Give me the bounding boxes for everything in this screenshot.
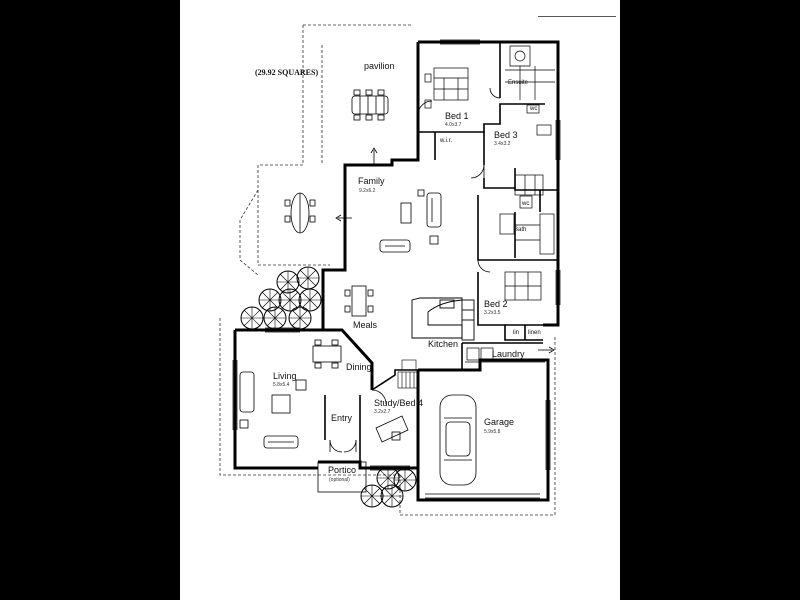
family-furniture <box>379 189 442 253</box>
wet-area-fixtures <box>499 45 555 255</box>
room-label-linen: linen <box>528 330 541 336</box>
interior-walls <box>324 42 558 462</box>
room-dim-family: 9.2x6.2 <box>359 188 376 194</box>
room-label-portico: Portico <box>328 465 357 475</box>
built-in-shelves <box>397 359 419 389</box>
pavilion-table <box>351 89 389 121</box>
opening-arrows <box>335 147 555 354</box>
room-label-lin: lin <box>513 330 520 336</box>
portico <box>317 461 367 493</box>
room-label-wc-top: wc <box>530 106 538 112</box>
room-label-family: Family <box>358 176 385 186</box>
room-label-laundry: Laundry <box>492 349 525 359</box>
room-label-kitchen: Kitchen <box>428 339 459 349</box>
room-label-ensuite: Ensuite <box>508 80 529 86</box>
room-label-bath: Bath <box>514 227 527 233</box>
room-label-bed2: Bed 2 <box>484 299 508 309</box>
room-label-wc-mid: wc <box>522 201 530 207</box>
room-note-portico: (optional) <box>329 477 350 483</box>
room-label-dining: Dining <box>346 362 372 372</box>
room-label-pavilion: pavilion <box>364 61 395 71</box>
room-dim-study: 3.2x2.7 <box>374 409 391 415</box>
beds <box>424 67 544 301</box>
patio-table <box>284 192 316 234</box>
room-dim-living: 5.8x5.4 <box>273 382 290 388</box>
room-label-entry: Entry <box>331 413 353 423</box>
room-dim-bed2: 3.2x3.5 <box>484 310 501 316</box>
scan-edge-line <box>538 16 616 17</box>
study-desk <box>375 415 409 443</box>
room-label-meals: Meals <box>353 320 378 330</box>
room-label-bed3: Bed 3 <box>494 130 518 140</box>
room-label-study: Study/Bed 4 <box>374 398 424 408</box>
area-note: (29.92 SQUARES) <box>255 68 319 77</box>
room-dim-bed3: 3.4x3.2 <box>494 141 511 147</box>
outdoor-boundaries <box>219 24 556 516</box>
windows <box>232 39 561 471</box>
dining-table <box>312 339 342 369</box>
car-outline <box>439 394 477 486</box>
garage-door <box>425 493 540 499</box>
meals-table <box>344 285 374 317</box>
room-dim-garage: 5.9x5.8 <box>484 429 501 435</box>
room-label-living: Living <box>273 371 297 381</box>
exterior-walls <box>233 40 560 502</box>
room-label-bed1: Bed 1 <box>445 111 469 121</box>
laundry-fixtures <box>465 347 545 363</box>
room-dim-bed1: 4.0x3.7 <box>445 122 462 128</box>
kitchen-bench <box>411 297 475 341</box>
living-furniture <box>239 371 307 449</box>
doors <box>329 87 501 453</box>
room-label-garage: Garage <box>484 417 515 427</box>
room-label-wir: w.i.r. <box>440 138 453 144</box>
